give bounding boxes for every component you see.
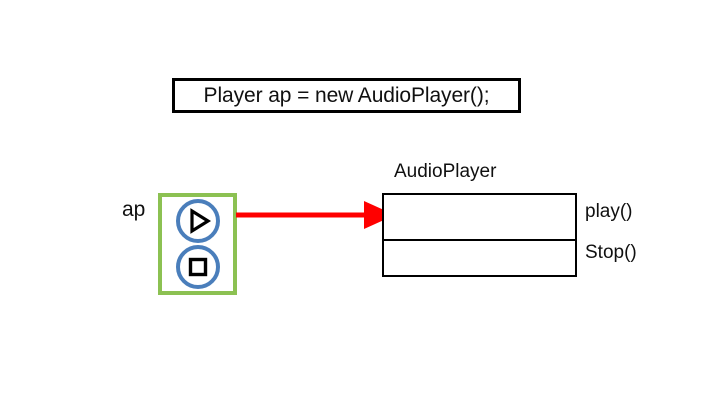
code-statement-box: Player ap = new AudioPlayer(); [172,78,521,113]
variable-reference-box [158,193,237,295]
object-row-play [384,195,575,241]
method-label-play: play() [585,201,633,222]
audioplayer-object-box [382,193,577,277]
reference-arrow [236,201,388,229]
stop-icon [175,245,220,289]
code-statement-text: Player ap = new AudioPlayer(); [203,84,490,107]
method-label-stop: Stop() [585,242,637,263]
object-row-stop [384,241,575,275]
play-icon [175,199,220,243]
variable-label-ap: ap [122,198,146,221]
class-name-caption: AudioPlayer [394,161,497,182]
